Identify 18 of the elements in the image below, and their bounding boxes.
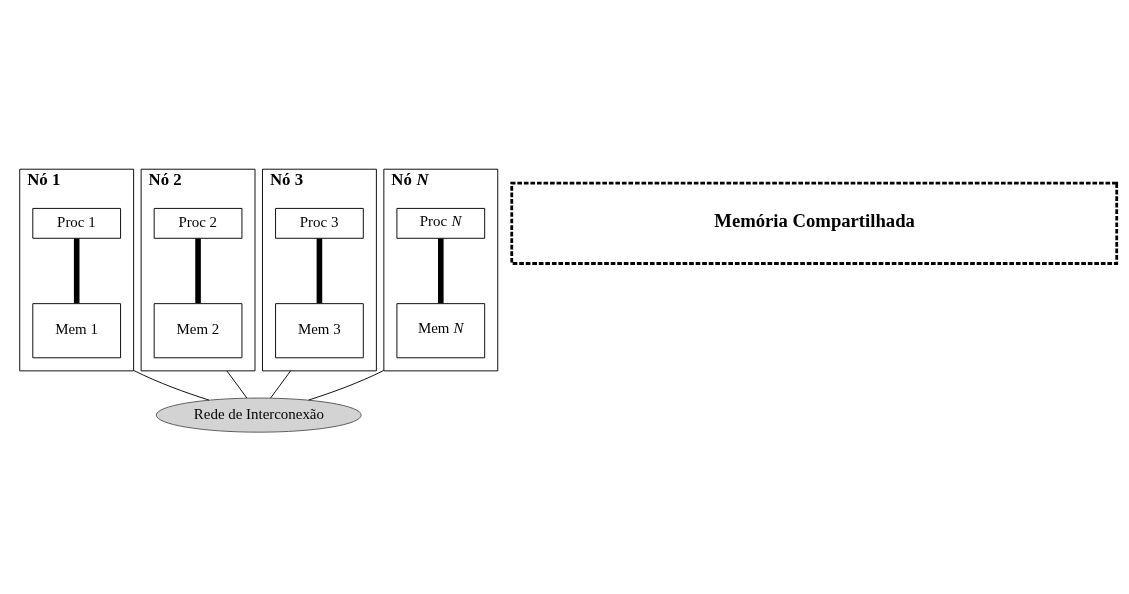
node-box: Mem 1	[32, 303, 122, 359]
node-box: Proc 2	[153, 207, 243, 239]
node-box: Memória Compartilhada	[510, 181, 1119, 265]
connector	[270, 370, 292, 399]
connector	[195, 238, 201, 304]
node-box: Mem N	[396, 303, 486, 359]
node-box: Mem 2	[153, 303, 243, 359]
node-box: Proc 1	[32, 207, 122, 239]
node-box: Proc 3	[275, 207, 364, 239]
connector	[73, 238, 80, 304]
node-ellipse: Rede de Interconexão	[155, 397, 362, 433]
connector	[308, 369, 385, 401]
node-box: Proc N	[396, 207, 486, 239]
connector	[133, 369, 210, 401]
connector	[438, 238, 444, 304]
node-box: Mem 3	[275, 303, 364, 359]
connector	[316, 238, 323, 304]
connector	[226, 370, 248, 399]
